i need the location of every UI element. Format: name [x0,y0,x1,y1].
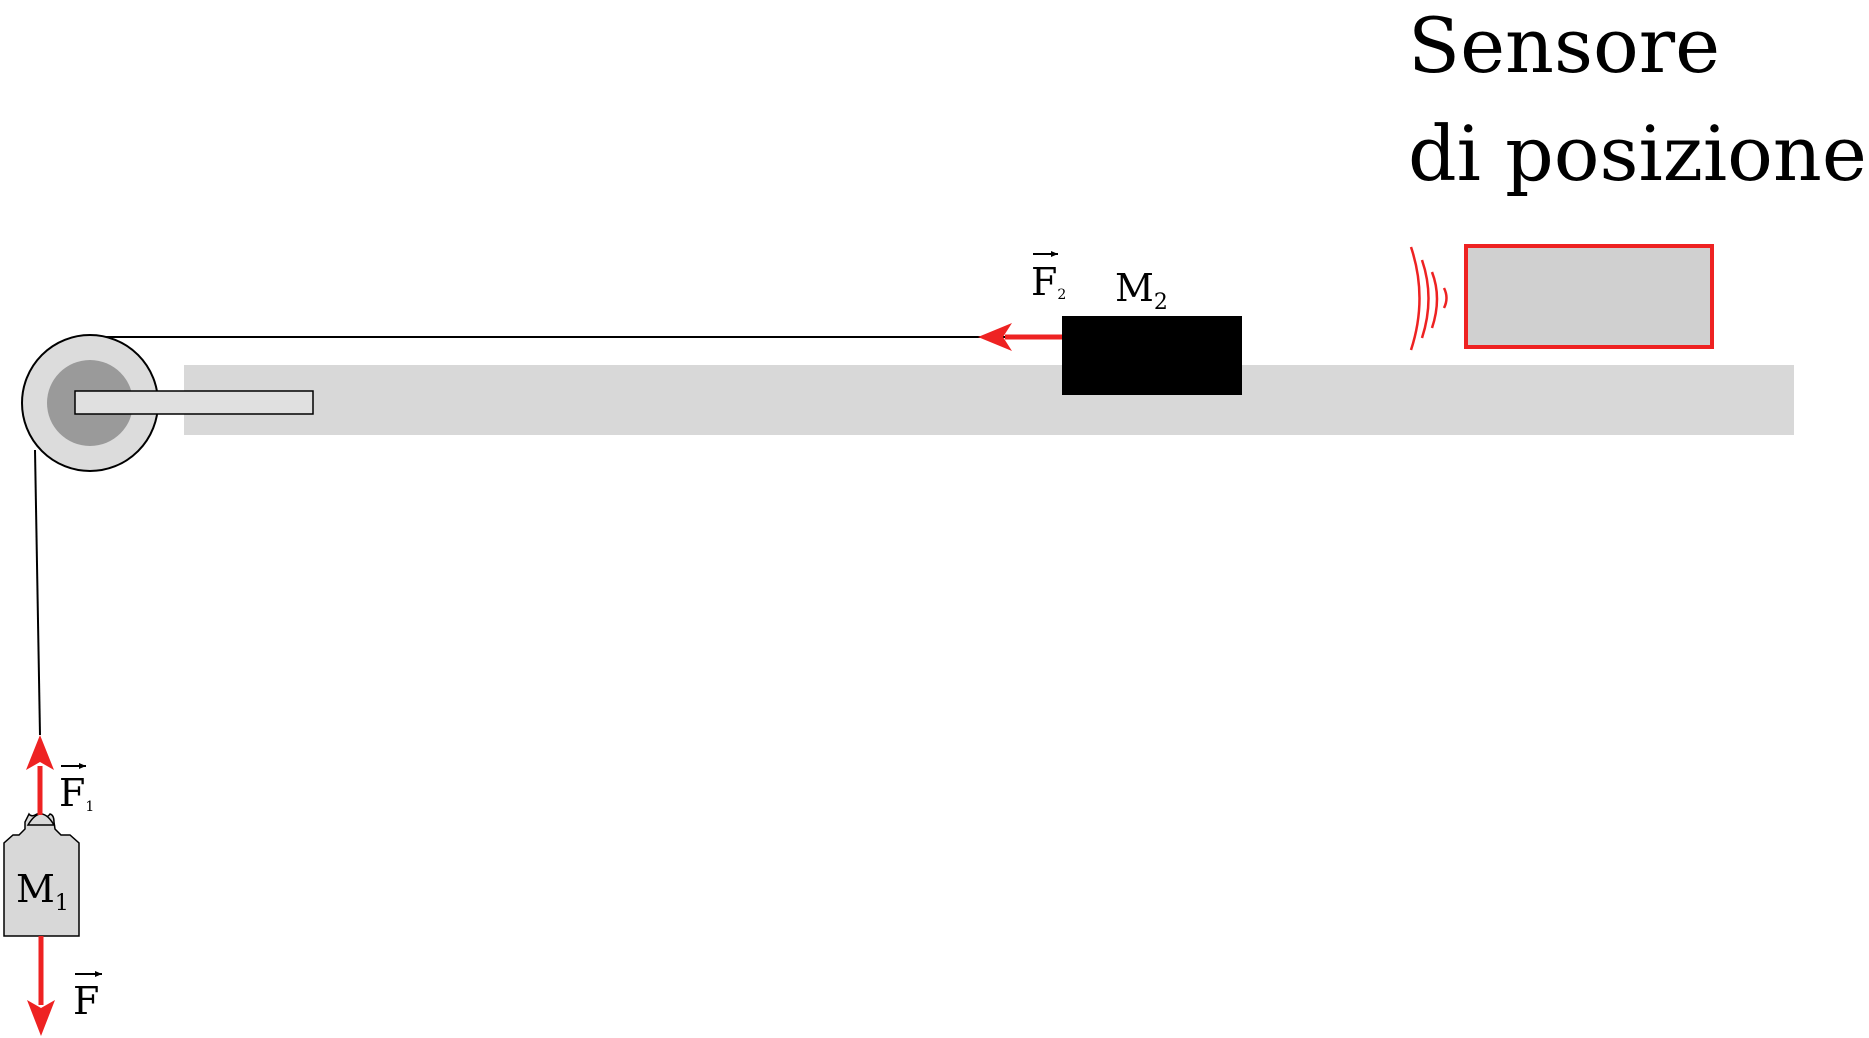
sensor-label-line1: Sensore [1408,1,1721,90]
force-f-label: F [73,979,99,1023]
force-f2-arrow [978,323,1062,351]
force-f2-label: F2 [1031,260,1066,304]
cart-m2 [1062,316,1242,395]
force-f-arrow [27,936,55,1036]
m2-label: M2 [1115,266,1168,315]
hanging-mass-m1 [3,812,80,937]
force-f1-arrow [26,735,54,815]
force-f1-label: F1 [59,771,94,815]
string-vertical [34,449,41,736]
m1-label: M1 [16,867,69,916]
position-sensor [1464,244,1714,349]
pulley-bracket [74,390,314,415]
sensor-signal-waves-icon [1409,246,1448,351]
sensor-label: Sensore di posizione [1408,0,1867,208]
sensor-label-line2: di posizione [1408,109,1867,198]
track [184,365,1794,435]
